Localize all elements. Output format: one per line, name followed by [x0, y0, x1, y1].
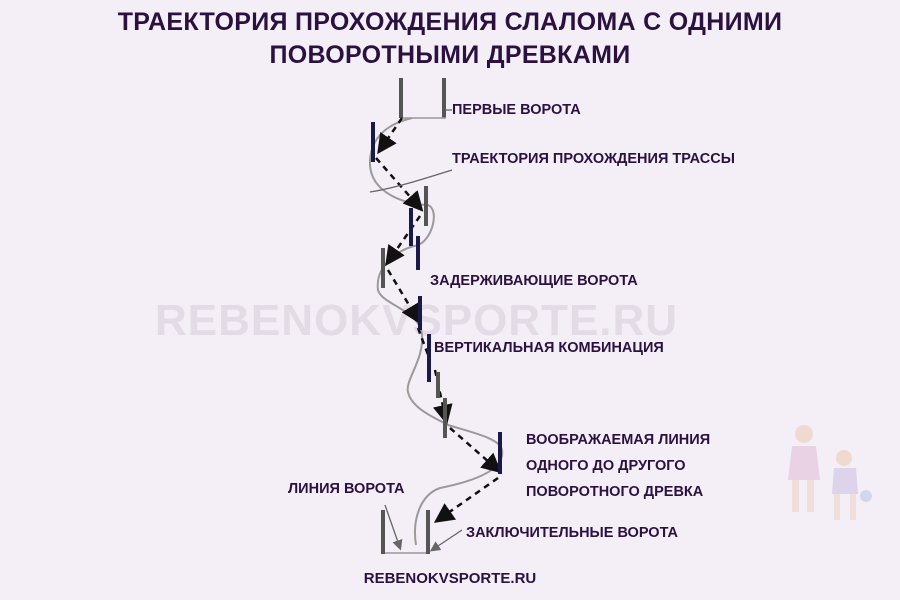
label-final-gate: ЗАКЛЮЧИТЕЛЬНЫЕ ВОРОТА	[466, 525, 679, 541]
imaginary-line-text-1: ВООБРАЖАЕМАЯ ЛИНИЯ	[526, 432, 711, 448]
label-trajectory: ТРАЕКТОРИЯ ПРОХОЖДЕНИЯ ТРАССЫ	[452, 151, 735, 167]
pole-navy-3	[416, 236, 420, 270]
dash-seg-4	[386, 269, 421, 325]
first-gate-left-pole	[399, 78, 403, 118]
label-vertical-combo: ВЕРТИКАЛЬНАЯ КОМБИНАЦИЯ	[434, 340, 664, 356]
pole-gray-4	[443, 398, 447, 438]
label-delay-gate: ЗАДЕРЖИВАЮЩИЕ ВОРОТА	[430, 273, 638, 289]
pointer-final-gate	[429, 529, 463, 552]
pole-navy-5	[427, 334, 431, 382]
footer-site: REBENOKVSPORTE.RU	[363, 570, 537, 587]
course-poles	[371, 122, 502, 474]
first-gate	[399, 78, 446, 119]
final-gate-right-pole	[426, 510, 430, 554]
final-gate-left-pole	[381, 510, 385, 554]
title-line-1: ТРАЕКТОРИЯ ПРОХОЖДЕНИЯ СЛАЛОМА С ОДНИМИ	[117, 8, 783, 36]
pointer-trajectory	[369, 169, 453, 193]
pole-navy-1	[371, 122, 375, 162]
label-first-gate: ПЕРВЫЕ ВОРОТА	[452, 102, 581, 118]
imaginary-line	[375, 117, 502, 523]
pole-gray-2	[381, 248, 385, 288]
dash-seg-2	[375, 157, 424, 212]
pole-navy-2	[409, 208, 413, 246]
dash-seg-3	[385, 215, 422, 267]
first-gate-right-pole	[442, 78, 446, 118]
title-line-2: ПОВОРОТНЫМИ ДРЕВКАМИ	[269, 41, 631, 69]
pole-gray-1	[424, 186, 428, 226]
imaginary-line-text-3: ПОВОРОТНОГО ДРЕВКА	[526, 484, 704, 500]
pole-gray-3	[436, 372, 440, 398]
dash-seg-6	[433, 369, 453, 425]
dash-seg-1	[377, 117, 404, 155]
kids-decoration-icon	[788, 425, 872, 520]
dash-seg-8	[433, 476, 499, 523]
dash-seg-5	[416, 327, 432, 361]
pointer-gate-line	[384, 504, 403, 551]
pole-navy-4	[418, 296, 422, 330]
label-imaginary-line: ВООБРАЖАЕМАЯ ЛИНИЯ ОДНОГО ДО ДРУГОГО ПОВ…	[526, 427, 710, 505]
final-gate	[381, 510, 430, 554]
label-gate-line: ЛИНИЯ ВОРОТА	[288, 481, 405, 497]
pole-navy-6	[498, 432, 502, 474]
imaginary-line-text-2: ОДНОГО ДО ДРУГОГО	[526, 458, 686, 474]
diagram-title: ТРАЕКТОРИЯ ПРОХОЖДЕНИЯ СЛАЛОМА С ОДНИМИ …	[0, 6, 900, 72]
dash-seg-7	[449, 427, 502, 474]
label-pointers	[369, 109, 463, 552]
